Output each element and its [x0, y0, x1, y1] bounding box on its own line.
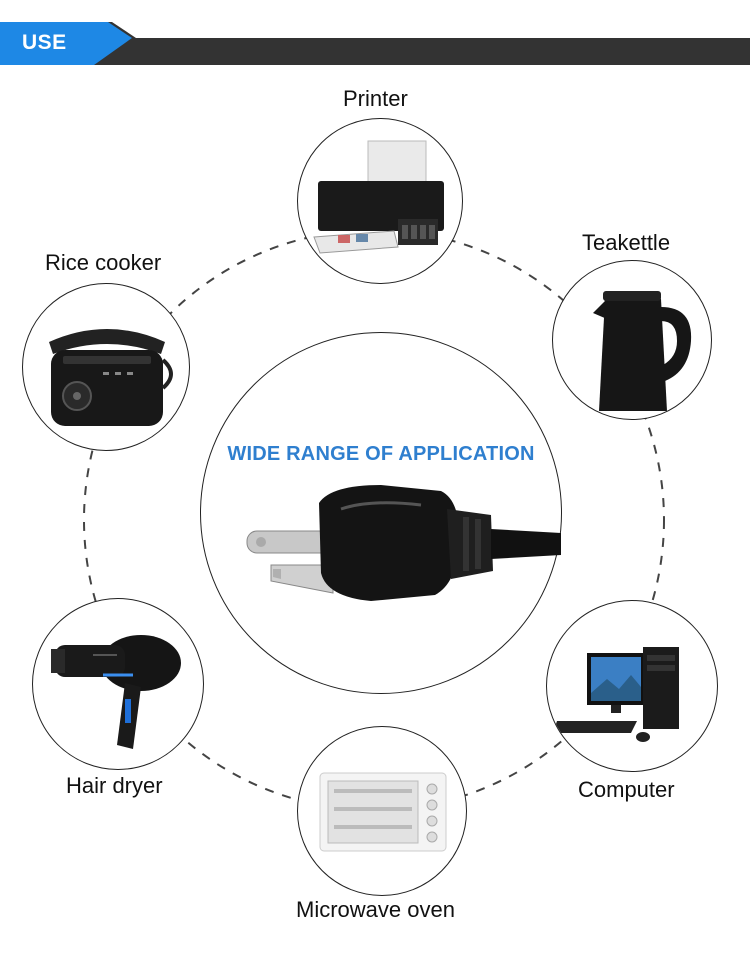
plug-icon — [246, 485, 561, 601]
hair-dryer-icon — [32, 598, 204, 770]
printer-icon — [297, 118, 463, 284]
appliance-label: Teakettle — [582, 230, 671, 255]
kettle-icon — [552, 260, 712, 420]
header-tab — [0, 22, 136, 65]
center-title: WIDE RANGE OF APPLICATION — [227, 443, 535, 465]
appliance-label: Computer — [578, 777, 675, 802]
appliance-label: Microwave oven — [296, 897, 455, 922]
center-circle: WIDE RANGE OF APPLICATION — [200, 332, 562, 694]
oven-icon — [297, 726, 467, 896]
appliance-label: Printer — [343, 86, 408, 111]
appliance-label: Hair dryer — [66, 773, 163, 798]
appliance-label: Rice cooker — [45, 250, 162, 275]
section-title: USE — [22, 31, 67, 54]
rice-cooker-icon — [22, 283, 190, 451]
computer-icon — [546, 600, 718, 772]
